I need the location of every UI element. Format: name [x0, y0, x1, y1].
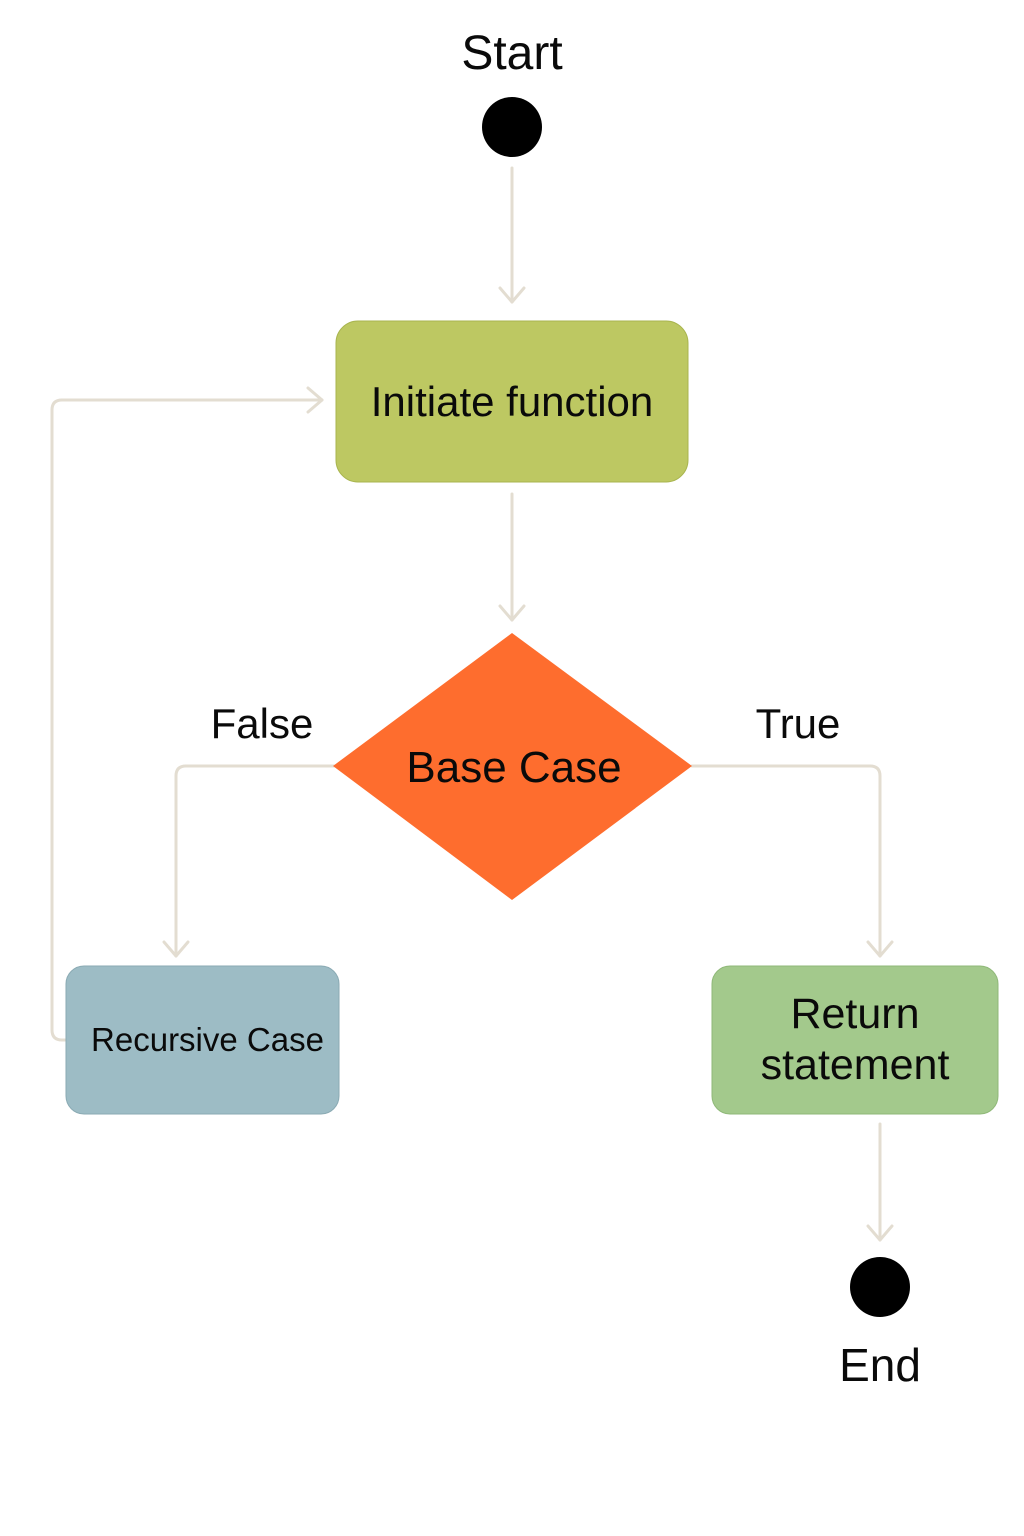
start-node-circle: [482, 97, 542, 157]
false-branch-label: False: [210, 700, 314, 747]
initiate-function-label: Initiate function: [370, 377, 654, 425]
return-statement-line1: Return: [790, 990, 920, 1038]
return-statement-box: [711, 965, 999, 1115]
arrowhead-return: [866, 940, 894, 958]
arrowhead-decision: [498, 604, 526, 622]
start-label: Start: [461, 27, 563, 80]
arrowhead-initiate: [498, 286, 526, 304]
arrowhead-recursive: [162, 940, 190, 958]
edge-false-to-recursive: [174, 764, 336, 958]
recursive-case-label: Recursive Case: [91, 1021, 324, 1058]
arrowhead-end: [866, 1224, 894, 1242]
base-case-diamond: [333, 633, 692, 900]
edge-true-to-return: [690, 764, 882, 958]
arrowhead-loop-back: [306, 386, 324, 414]
initiate-function-box: [335, 320, 689, 483]
recursive-case-box: [65, 965, 340, 1115]
base-case-label: Base Case: [406, 743, 622, 792]
return-statement-line2: statement: [760, 1041, 950, 1089]
true-branch-label: True: [755, 700, 841, 747]
edge-recursive-loop-back: [50, 398, 324, 1042]
return-statement-label: Return statement: [712, 966, 998, 1114]
end-label: End: [839, 1339, 921, 1391]
end-node-circle: [850, 1257, 910, 1317]
